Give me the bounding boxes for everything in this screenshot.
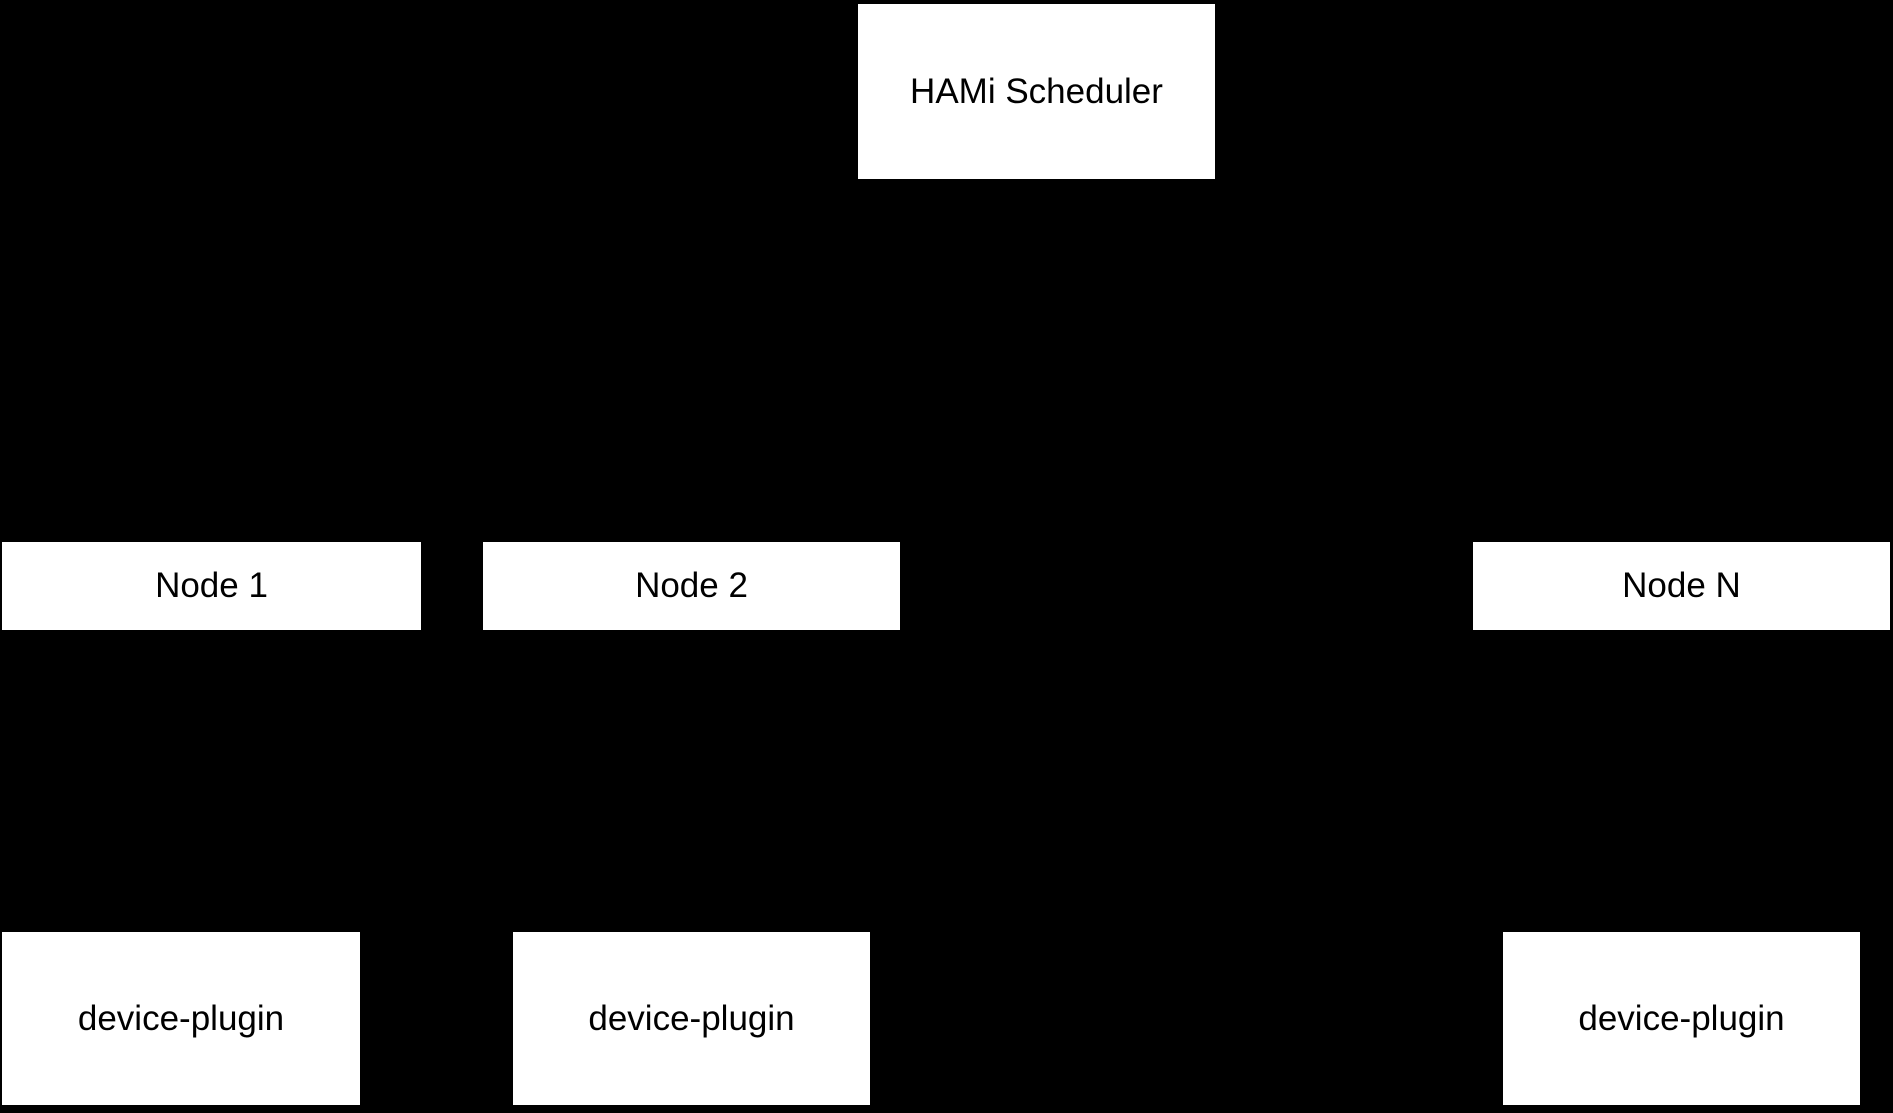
hami-scheduler-label: HAMi Scheduler	[910, 71, 1163, 111]
device-plugin-box-3: device-plugin	[1503, 932, 1860, 1105]
device-plugin-label-1: device-plugin	[77, 998, 285, 1038]
node-2-box: Node 2	[483, 542, 900, 630]
device-plugin-box-2: device-plugin	[513, 932, 870, 1105]
node-n-box: Node N	[1473, 542, 1890, 630]
device-plugin-label-2: device-plugin	[588, 998, 795, 1038]
device-plugin-label-3: device-plugin	[1578, 998, 1785, 1038]
device-plugin-box-1: device-plugin	[2, 932, 360, 1105]
node-1-label: Node 1	[155, 566, 268, 605]
node-1-box: Node 1	[2, 542, 421, 630]
node-n-label: Node N	[1622, 566, 1741, 605]
node-2-label: Node 2	[635, 566, 748, 605]
hami-scheduler-box: HAMi Scheduler	[858, 4, 1215, 179]
